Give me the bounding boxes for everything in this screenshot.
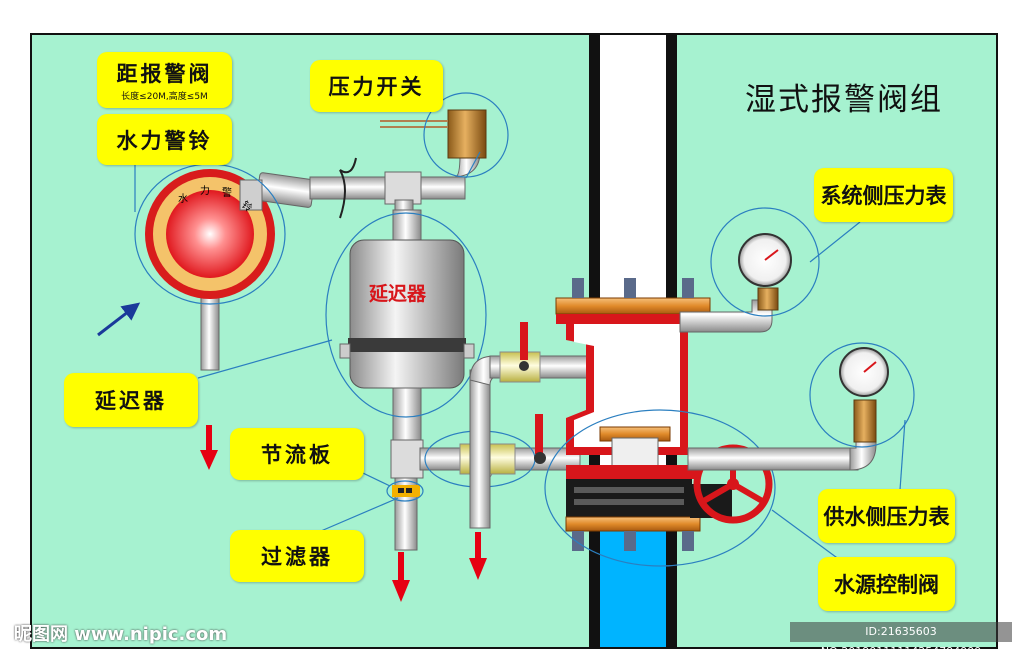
upper-bypass	[489, 322, 591, 383]
label-source-control-valve: 水源控制阀	[818, 557, 955, 611]
label-supply-side-gauge-text: 供水侧压力表	[823, 505, 950, 529]
gong-face-char-3: 警	[222, 186, 232, 199]
label-remote-alarm-valve: 距报警阀 长度≤20M,高度≤5M	[97, 52, 232, 108]
pressure-switch	[380, 92, 509, 178]
label-strainer-text: 过滤器	[261, 545, 333, 569]
label-retard-chamber-text: 延迟器	[95, 389, 167, 413]
label-orifice-plate: 节流板	[230, 428, 364, 480]
watermark-right: ID:21635603 NO:20190111114254794000	[790, 622, 1012, 658]
diagram-title: 湿式报警阀组	[745, 82, 943, 118]
direction-arrow	[97, 302, 141, 337]
gong-face-char-1: 水	[178, 193, 188, 205]
label-remote-alarm-valve-main: 距报警阀	[116, 62, 213, 86]
label-retard-chamber: 延迟器	[64, 373, 198, 427]
alarm-valve-body	[544, 278, 776, 567]
label-water-gong-text: 水力警铃	[116, 128, 213, 153]
label-pressure-switch: 压力开关	[310, 60, 443, 112]
supply-side-gauge	[687, 342, 915, 471]
retard-chamber-tag: 延迟器	[368, 283, 427, 305]
label-water-gong: 水力警铃	[97, 114, 232, 165]
watermark-left: 昵图网 www.nipic.com	[14, 624, 228, 645]
label-pressure-switch-text: 压力开关	[328, 75, 425, 99]
label-source-control-valve-text: 水源控制阀	[834, 573, 939, 597]
system-side-gauge	[679, 207, 820, 333]
lower-bypass-valve	[534, 414, 546, 464]
water-gong	[145, 169, 315, 371]
retard-chamber	[325, 209, 487, 441]
label-system-side-gauge-text: 系统侧压力表	[820, 184, 947, 208]
label-remote-alarm-valve-sub: 长度≤20M,高度≤5M	[121, 92, 208, 102]
label-system-side-gauge: 系统侧压力表	[814, 168, 953, 222]
flow-arrows	[200, 425, 487, 602]
label-strainer: 过滤器	[230, 530, 364, 582]
gong-face-char-2: 力	[200, 184, 210, 197]
label-supply-side-gauge: 供水侧压力表	[818, 489, 955, 543]
label-orifice-plate-text: 节流板	[261, 443, 333, 467]
